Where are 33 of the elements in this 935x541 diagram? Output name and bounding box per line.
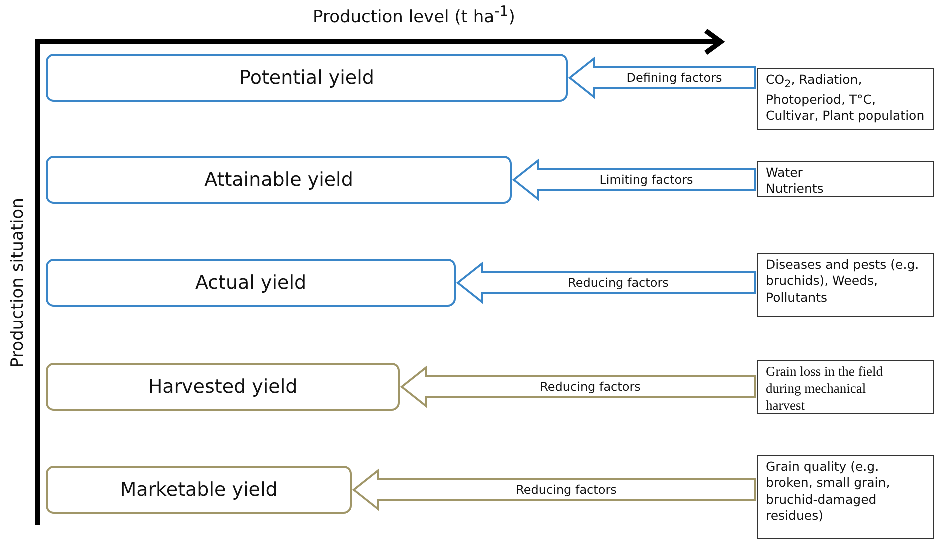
yield-box xyxy=(46,54,568,102)
factor-text: Diseases and pests (e.g. bruchids), Weeds, Pollutants xyxy=(766,257,920,306)
yield-box xyxy=(46,259,456,307)
factor-text: Nutrients xyxy=(766,181,825,198)
x-axis-title: Production level (t ha$^{-1}$) xyxy=(313,4,516,28)
factor-text: Grain loss in the field during mechanical harvest xyxy=(766,364,884,415)
block-arrow xyxy=(352,468,756,512)
factor-box xyxy=(757,68,934,130)
block-arrow xyxy=(456,262,756,304)
factor-text: Water xyxy=(766,165,804,182)
edge-label: Reducing factors xyxy=(568,276,669,290)
y-axis-title: Production situation xyxy=(8,198,28,368)
edge-label: Reducing factors xyxy=(516,483,617,497)
block-arrow xyxy=(568,56,756,100)
yield-label: Actual yield xyxy=(195,272,307,294)
yield-label: Harvested yield xyxy=(148,376,298,398)
yield-label: Attainable yield xyxy=(204,169,354,191)
edge-label: Limiting factors xyxy=(600,173,694,187)
edge-label: Reducing factors xyxy=(540,380,641,394)
factor-box xyxy=(757,455,934,539)
yield-label: Potential yield xyxy=(240,67,374,89)
factor-box xyxy=(757,253,934,317)
factor-text: Grain quality (e.g. broken, small grain, bruchid-damaged residues) xyxy=(766,459,892,524)
block-arrow xyxy=(400,366,756,408)
yield-label: Marketable yield xyxy=(120,479,278,501)
block-arrow xyxy=(512,158,756,202)
factor-text: CO$_{2}$, Radiation, Photoperiod, T°C, Cultivar, Plant population xyxy=(766,72,925,125)
yield-box xyxy=(46,466,352,514)
edge-label: Defining factors xyxy=(626,71,722,85)
yield-box xyxy=(46,363,400,411)
yield-box xyxy=(46,156,512,204)
factor-box xyxy=(757,161,934,197)
factor-box xyxy=(757,360,934,414)
